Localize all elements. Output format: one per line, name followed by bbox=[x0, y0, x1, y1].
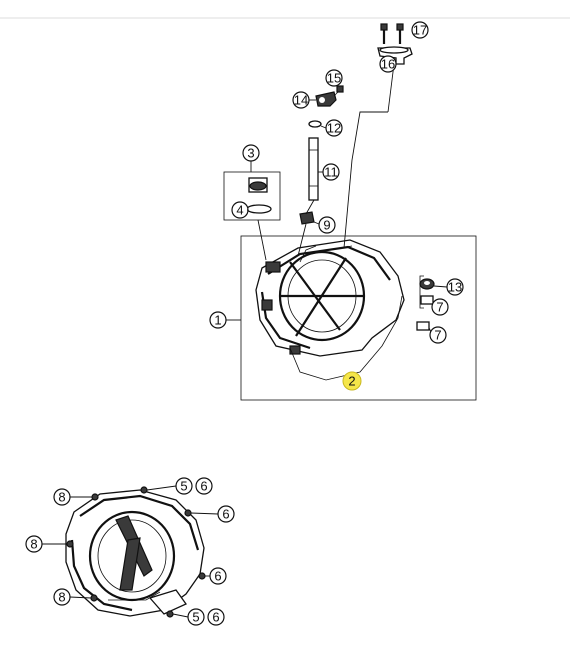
clamp-part-14[interactable] bbox=[315, 91, 337, 107]
bracket-13-7 bbox=[419, 275, 424, 309]
svg-text:14: 14 bbox=[294, 93, 308, 108]
svg-text:8: 8 bbox=[30, 537, 37, 552]
screw-part-15[interactable] bbox=[333, 85, 344, 97]
svg-text:1: 1 bbox=[214, 313, 221, 328]
callout-14[interactable]: 14 bbox=[292, 91, 310, 109]
svg-text:15: 15 bbox=[327, 71, 341, 86]
svg-text:5: 5 bbox=[180, 479, 187, 494]
svg-text:16: 16 bbox=[381, 57, 395, 72]
bearing-part-13[interactable] bbox=[419, 278, 435, 290]
callout-17[interactable]: 17 bbox=[411, 21, 429, 39]
plug-part-3[interactable] bbox=[248, 177, 268, 193]
callout-3[interactable]: 3 bbox=[242, 144, 260, 162]
callout-12[interactable]: 12 bbox=[325, 119, 343, 137]
svg-text:6: 6 bbox=[200, 479, 207, 494]
seal-part-9[interactable] bbox=[299, 211, 315, 225]
callout-5a[interactable]: 5 bbox=[175, 477, 193, 495]
svg-text:2: 2 bbox=[348, 374, 355, 389]
svg-text:6: 6 bbox=[212, 610, 219, 625]
svg-text:17: 17 bbox=[413, 23, 427, 38]
callout-9[interactable]: 9 bbox=[318, 216, 336, 234]
svg-text:7: 7 bbox=[434, 328, 441, 343]
callout-4[interactable]: 4 bbox=[231, 201, 249, 219]
callout-6a[interactable]: 6 bbox=[195, 477, 213, 495]
callout-7a[interactable]: 7 bbox=[431, 298, 449, 316]
svg-text:8: 8 bbox=[58, 490, 65, 505]
svg-text:13: 13 bbox=[448, 280, 462, 295]
callout-6c[interactable]: 6 bbox=[209, 567, 227, 585]
assembly-1-box bbox=[240, 235, 477, 401]
svg-text:12: 12 bbox=[327, 121, 341, 136]
cover-outer-view[interactable] bbox=[65, 486, 206, 618]
svg-text:5: 5 bbox=[192, 610, 199, 625]
callout-1[interactable]: 1 bbox=[209, 311, 227, 329]
callout-5b[interactable]: 5 bbox=[187, 608, 205, 626]
callout-16[interactable]: 16 bbox=[379, 55, 397, 73]
svg-text:8: 8 bbox=[58, 590, 65, 605]
callout-8a[interactable]: 8 bbox=[53, 488, 71, 506]
callout-8b[interactable]: 8 bbox=[25, 535, 43, 553]
assembly-3-box bbox=[223, 171, 281, 221]
svg-text:6: 6 bbox=[214, 569, 221, 584]
oring-part-4[interactable] bbox=[246, 204, 272, 214]
svg-text:6: 6 bbox=[222, 507, 229, 522]
shaft-part-11[interactable] bbox=[308, 137, 319, 201]
callout-6d[interactable]: 6 bbox=[207, 608, 225, 626]
callout-8c[interactable]: 8 bbox=[53, 588, 71, 606]
washer-part-12[interactable] bbox=[308, 120, 322, 128]
callout-11[interactable]: 11 bbox=[322, 163, 340, 181]
callout-7b[interactable]: 7 bbox=[429, 326, 447, 344]
bushing-part-7b[interactable] bbox=[416, 321, 430, 331]
bushing-part-7a[interactable] bbox=[420, 295, 434, 305]
svg-text:4: 4 bbox=[236, 203, 243, 218]
clutch-cover-part-1[interactable] bbox=[255, 239, 405, 357]
svg-text:7: 7 bbox=[436, 300, 443, 315]
svg-text:3: 3 bbox=[247, 146, 254, 161]
svg-text:9: 9 bbox=[323, 218, 330, 233]
callout-6b[interactable]: 6 bbox=[217, 505, 235, 523]
gasket-part-2[interactable] bbox=[289, 295, 403, 381]
callout-15[interactable]: 15 bbox=[325, 69, 343, 87]
callout-2-highlighted[interactable]: 2 bbox=[342, 371, 362, 391]
highlight-marker bbox=[342, 371, 362, 391]
bolt-pair-17[interactable] bbox=[380, 23, 404, 44]
svg-text:11: 11 bbox=[324, 165, 338, 180]
callout-13[interactable]: 13 bbox=[446, 278, 464, 296]
